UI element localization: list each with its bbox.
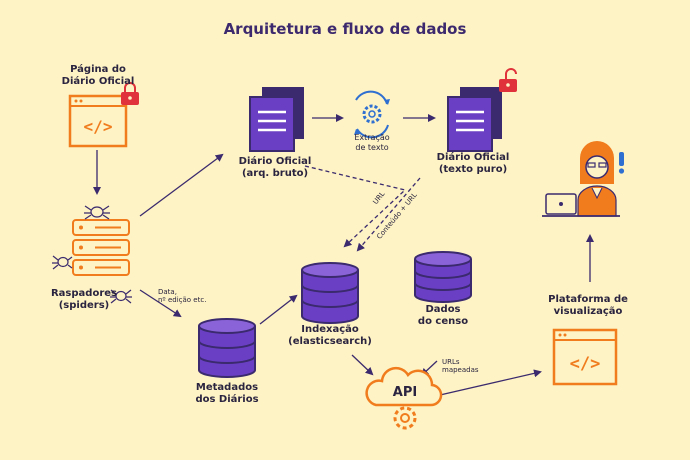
document-raw-icon [249,87,304,152]
api-cloud-icon [365,366,443,430]
svg-text:</>: </> [570,354,601,374]
spider-icon-right [110,289,132,304]
node-metadados-line1: Metadados [195,382,259,393]
svg-text:</>: </> [84,117,113,136]
arrow-puro-to-indexacao [356,177,421,252]
edge-data-label: Data, nº edição etc. [158,288,228,304]
node-pagina-label: Página do Diário Oficial [50,64,146,88]
node-indexacao-line1: Indexação [301,324,359,335]
arrow-metadados-to-indexacao [259,294,298,325]
arrow-raspadores-to-bruto [139,153,224,217]
platform-window-icon: </> [552,328,618,386]
node-api-label: API [392,385,418,400]
node-raspadores-label: Raspadores (spiders) [44,288,124,312]
edge-data-line2: nº edição etc. [158,296,207,304]
database-census-icon [414,251,472,303]
arrow-bruto-url-to-indexacao [304,165,407,248]
node-bruto-line2: (arq. bruto) [241,168,309,179]
database-metadata-icon [198,318,256,378]
database-index-icon [301,262,359,324]
node-bruto-label: Diário Oficial (arq. bruto) [230,156,320,180]
node-censo-line2: do censo [417,316,469,327]
node-bruto-line1: Diário Oficial [238,156,312,167]
node-puro-label: Diário Oficial (texto puro) [428,152,518,176]
node-pagina-line1: Página do [70,64,126,75]
edge-urls-line2: mapeadas [442,366,479,374]
node-puro-line2: (texto puro) [438,164,508,175]
node-extracao-label: Extração de texto [342,133,402,153]
node-metadados-label: Metadados dos Diários [184,382,270,406]
node-extracao-line2: de texto [355,143,389,152]
arrow-api-to-plataforma [439,369,542,396]
browser-window-icon: </> [68,94,128,148]
node-plataforma-line1: Plataforma de [548,294,628,305]
lock-icon [121,82,139,105]
node-censo-label: Dados do censo [410,304,476,328]
node-censo-line1: Dados [425,304,461,315]
node-indexacao-label: Indexação (elasticsearch) [280,324,380,348]
unlock-icon [499,68,517,92]
arrow-indexacao-to-api [351,354,374,376]
server-stack-icon [72,219,130,276]
node-puro-line1: Diário Oficial [436,152,510,163]
spider-icon-left [52,255,73,270]
dashed-arrows [304,165,421,252]
gear-cycle-icon [354,90,390,139]
spider-icon [84,205,110,220]
node-plataforma-label: Plataforma de visualização [540,294,636,318]
flow-arrows [93,114,594,396]
node-metadados-line2: dos Diários [195,394,259,405]
exclamation-icon [618,152,625,174]
edge-urls-line1: URLs [442,358,460,366]
edge-urls-mapeadas-label: URLs mapeadas [442,358,482,374]
arrow-raspadores-to-metadados [139,289,182,318]
node-plataforma-line2: visualização [553,306,623,317]
node-extracao-line1: Extração [354,133,390,142]
edge-data-line1: Data, [158,288,177,296]
document-text-icon [447,87,502,152]
diagram-title: Arquitetura e fluxo de dados [223,20,467,38]
node-pagina-line2: Diário Oficial [61,76,135,87]
node-raspadores-line2: (spiders) [58,300,110,311]
node-raspadores-line1: Raspadores [50,288,117,299]
user-at-laptop-icon [542,141,620,217]
node-indexacao-line2: (elasticsearch) [288,336,372,347]
